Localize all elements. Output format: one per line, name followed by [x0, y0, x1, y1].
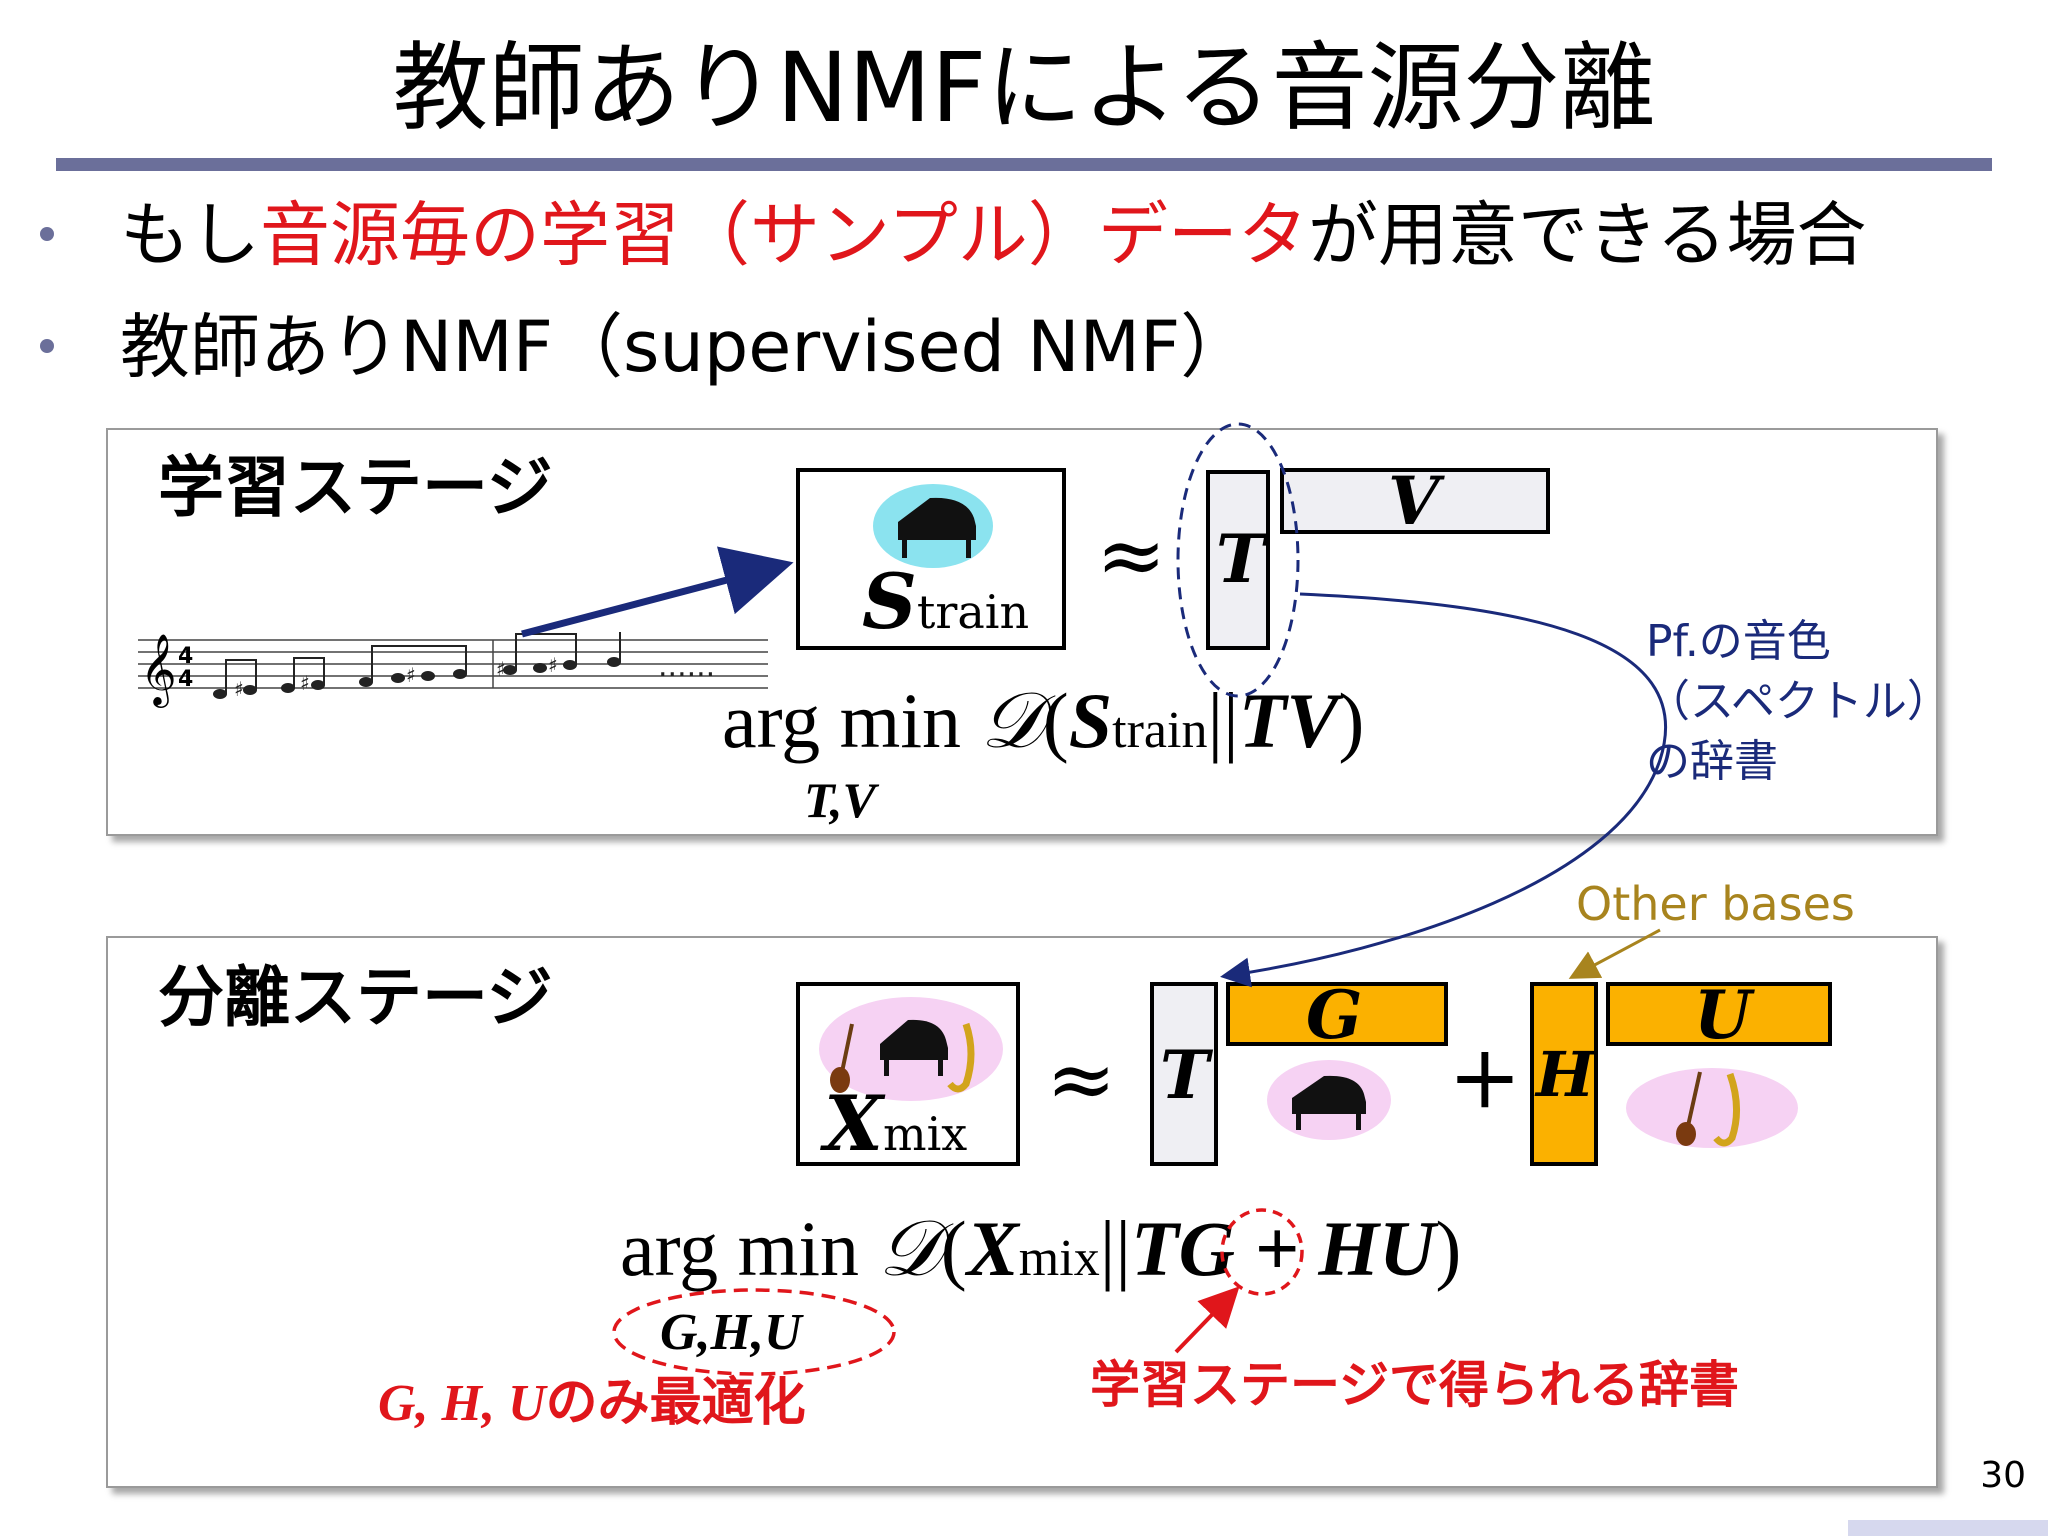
t-dashed-ellipse	[1176, 422, 1300, 698]
training-stage-label: 学習ステージ	[158, 449, 553, 526]
training-formula-subscript: T,V	[804, 772, 876, 828]
svg-text:♯: ♯	[406, 663, 416, 687]
ghu-dashed-ellipse	[612, 1288, 896, 1376]
dictionary-note-line-3: の辞書	[1646, 736, 1778, 787]
argmin-text-2: arg min	[620, 1205, 860, 1292]
divergence-symbol: 𝒟	[980, 676, 1043, 766]
page-footer-bar	[1848, 1520, 2048, 1536]
g-matrix: G	[1226, 980, 1448, 1050]
guitar-icon	[830, 1023, 854, 1093]
slide-title: 教師ありNMFによる音源分離	[392, 32, 1656, 144]
title-underline	[56, 158, 1992, 171]
piano-icon	[873, 484, 993, 568]
bullet-2-text: 教師ありNMF（supervised NMF）	[120, 306, 1251, 388]
dictionary-note-line-2: （スペクトル）	[1646, 676, 1951, 727]
t-dashed-circle	[1220, 1208, 1304, 1296]
bullet-1-pre: もし	[120, 194, 260, 276]
t-term: T	[1130, 1205, 1179, 1292]
separation-stage-label: 分離ステージ	[158, 959, 553, 1036]
approx-symbol: ≈	[1096, 506, 1167, 604]
svg-text:♯: ♯	[234, 677, 244, 701]
svg-text:♯: ♯	[548, 653, 558, 677]
divergence-symbol-2: 𝒟	[878, 1204, 941, 1294]
svg-text:4: 4	[178, 667, 193, 692]
separation-formula-subscript: G,H,U	[660, 1304, 802, 1361]
separation-formula: arg min 𝒟(Xmix||TG + HU)	[620, 1204, 1462, 1294]
optimized-vars: G, H, U	[378, 1375, 546, 1432]
bullet-1-post: が用意できる場合	[1307, 194, 1867, 276]
s-train-symbol: S	[862, 557, 917, 646]
s-train-term: S	[1068, 677, 1113, 764]
bullet-1-highlight: 音源毎の学習（サンプル）データ	[260, 194, 1308, 276]
argmin-text: arg min	[722, 677, 962, 764]
t-symbol-2: T	[1160, 1036, 1210, 1114]
t-matrix: T	[1206, 470, 1270, 650]
arrow-dictionary-transfer	[1220, 592, 1668, 988]
x-mix-term: X	[966, 1205, 1019, 1292]
page-number: 30	[1980, 1455, 2026, 1496]
approx-symbol-2: ≈	[1046, 1030, 1117, 1128]
only-optimize-note: G, H, Uのみ最適化	[378, 1372, 806, 1435]
t-symbol: T	[1216, 520, 1266, 598]
bullet-dot	[40, 338, 54, 353]
piano-icon	[1267, 1060, 1391, 1140]
arrow-to-s-train	[521, 546, 794, 638]
saxophone-icon	[947, 1022, 975, 1093]
piano-icon	[880, 1019, 948, 1076]
training-stage-panel	[106, 428, 1938, 836]
v-symbol: V	[1388, 462, 1440, 540]
v-matrix: V	[1280, 462, 1550, 540]
bullet-2: 教師ありNMF（supervised NMF）	[40, 302, 1250, 392]
svg-text:4: 4	[178, 644, 193, 669]
other-bases-label: Other bases	[1576, 877, 1855, 931]
plus-symbol: +	[1448, 1025, 1522, 1128]
g-hu-term: G + HU	[1178, 1205, 1436, 1292]
h-symbol: H	[1536, 1038, 1595, 1111]
x-mix-subscript: mix	[882, 1107, 968, 1161]
train-dictionary-note: 学習ステージで得られる辞書	[1090, 1356, 1739, 1414]
bullet-1: もし音源毎の学習（サンプル）データが用意できる場合	[40, 190, 1867, 280]
svg-text:♯: ♯	[300, 671, 310, 695]
bullet-dot	[40, 226, 54, 241]
s-train-matrix: Strain	[796, 468, 1066, 650]
x-mix-matrix: Xmix	[796, 982, 1020, 1166]
dictionary-note-line-1: Pf.の音色	[1646, 616, 1831, 667]
u-matrix: U	[1606, 980, 1832, 1050]
saxophone-icon	[1713, 1072, 1741, 1147]
h-matrix: H	[1530, 982, 1598, 1166]
t-matrix-2: T	[1150, 982, 1218, 1166]
x-mix-symbol: X	[824, 1079, 883, 1168]
u-symbol: U	[1694, 976, 1752, 1054]
s-train-subscript: train	[916, 585, 1030, 639]
arrow-other-bases	[1568, 928, 1661, 979]
instruments-icon	[1626, 1068, 1798, 1148]
g-symbol: G	[1306, 976, 1363, 1054]
only-optimize-text: のみ最適化	[545, 1373, 806, 1433]
svg-text:♯: ♯	[496, 657, 506, 681]
music-staff-icon: 𝄞 4 4 ♯ ♯ ♯ ♯ ♯ ......	[138, 632, 768, 708]
guitar-icon	[1676, 1071, 1702, 1146]
svg-text:𝄞: 𝄞	[140, 632, 177, 708]
svg-text:......: ......	[658, 649, 715, 684]
dictionary-note: Pf.の音色 （スペクトル） の辞書	[1646, 612, 1951, 792]
training-formula: arg min 𝒟(Strain||TV)	[722, 676, 1365, 766]
arrow-to-t	[1174, 1286, 1240, 1354]
